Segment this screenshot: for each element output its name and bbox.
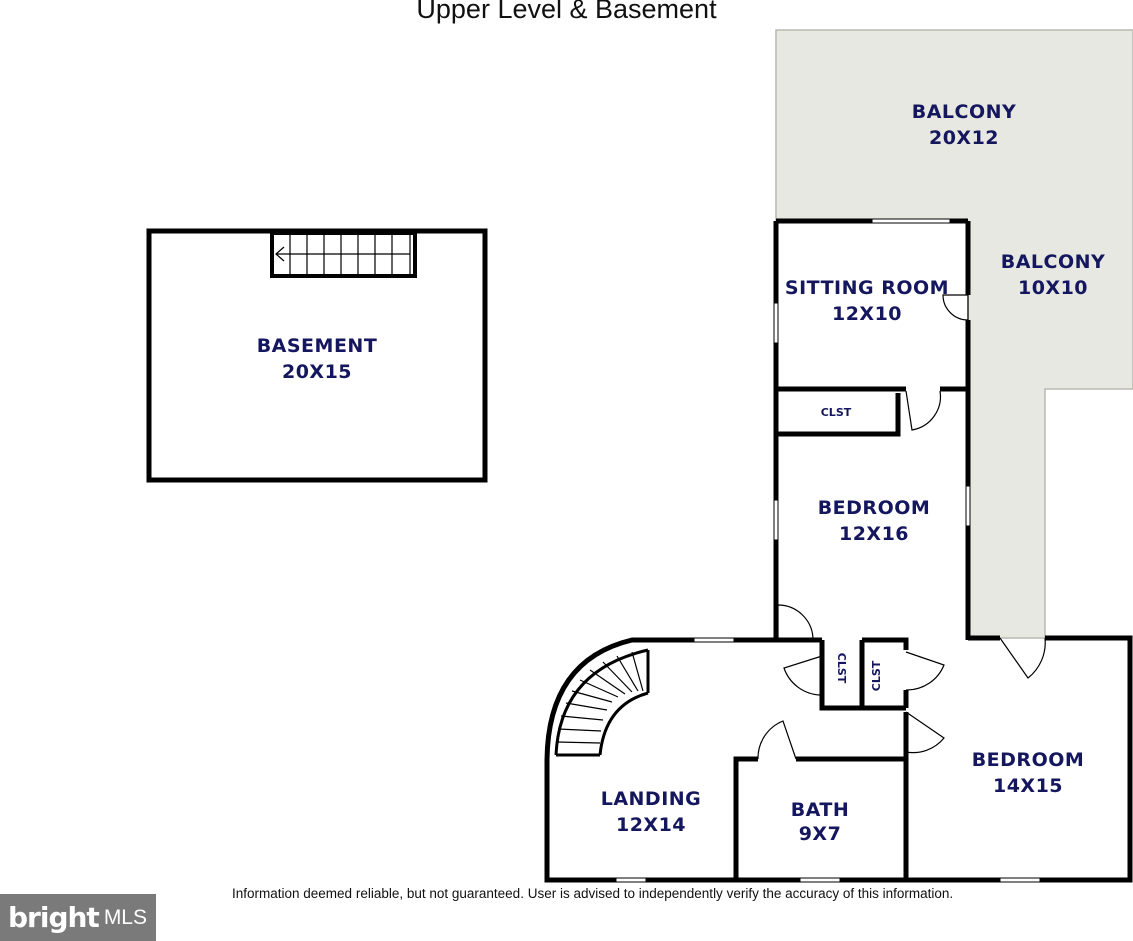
windows [615, 218, 1041, 883]
bedroom-middle-dimensions: 12X16 [839, 523, 909, 545]
landing-label: LANDING [601, 788, 702, 810]
logo-suffix: MLS [103, 905, 147, 929]
bedroom-right-dimensions: 14X15 [993, 775, 1063, 797]
door-swings [757, 294, 1046, 760]
bedroom-middle-label: BEDROOM [818, 497, 931, 519]
disclaimer-text: Information deemed reliable, but not gua… [232, 886, 954, 901]
logo-brand: bright [8, 901, 100, 934]
bedroom-right-label: BEDROOM [972, 749, 1085, 771]
basement-label: BASEMENT [257, 335, 378, 357]
balcony-top-dimensions: 20X12 [929, 127, 999, 149]
basement-dimensions: 20X15 [282, 361, 352, 383]
page-title: Upper Level & Basement [416, 0, 717, 24]
balcony-side-dimensions: 10X10 [1018, 277, 1088, 299]
bright-mls-logo: bright MLS [0, 894, 156, 941]
balcony-top-label: BALCONY [912, 101, 1017, 123]
balcony-side-label: BALCONY [1001, 251, 1106, 273]
landing-dimensions: 12X14 [616, 814, 686, 836]
closet-upper-label: CLST [821, 406, 852, 419]
closet-left-label: CLST [835, 653, 848, 684]
bath-dimensions: 9X7 [799, 823, 842, 845]
sitting-room-label: SITTING ROOM [785, 277, 949, 299]
sitting-room-dimensions: 12X10 [832, 303, 902, 325]
landing-stairs [554, 648, 650, 757]
closet-right-label: CLST [870, 660, 883, 691]
bath-label: BATH [791, 799, 850, 821]
basement-room [146, 228, 488, 483]
